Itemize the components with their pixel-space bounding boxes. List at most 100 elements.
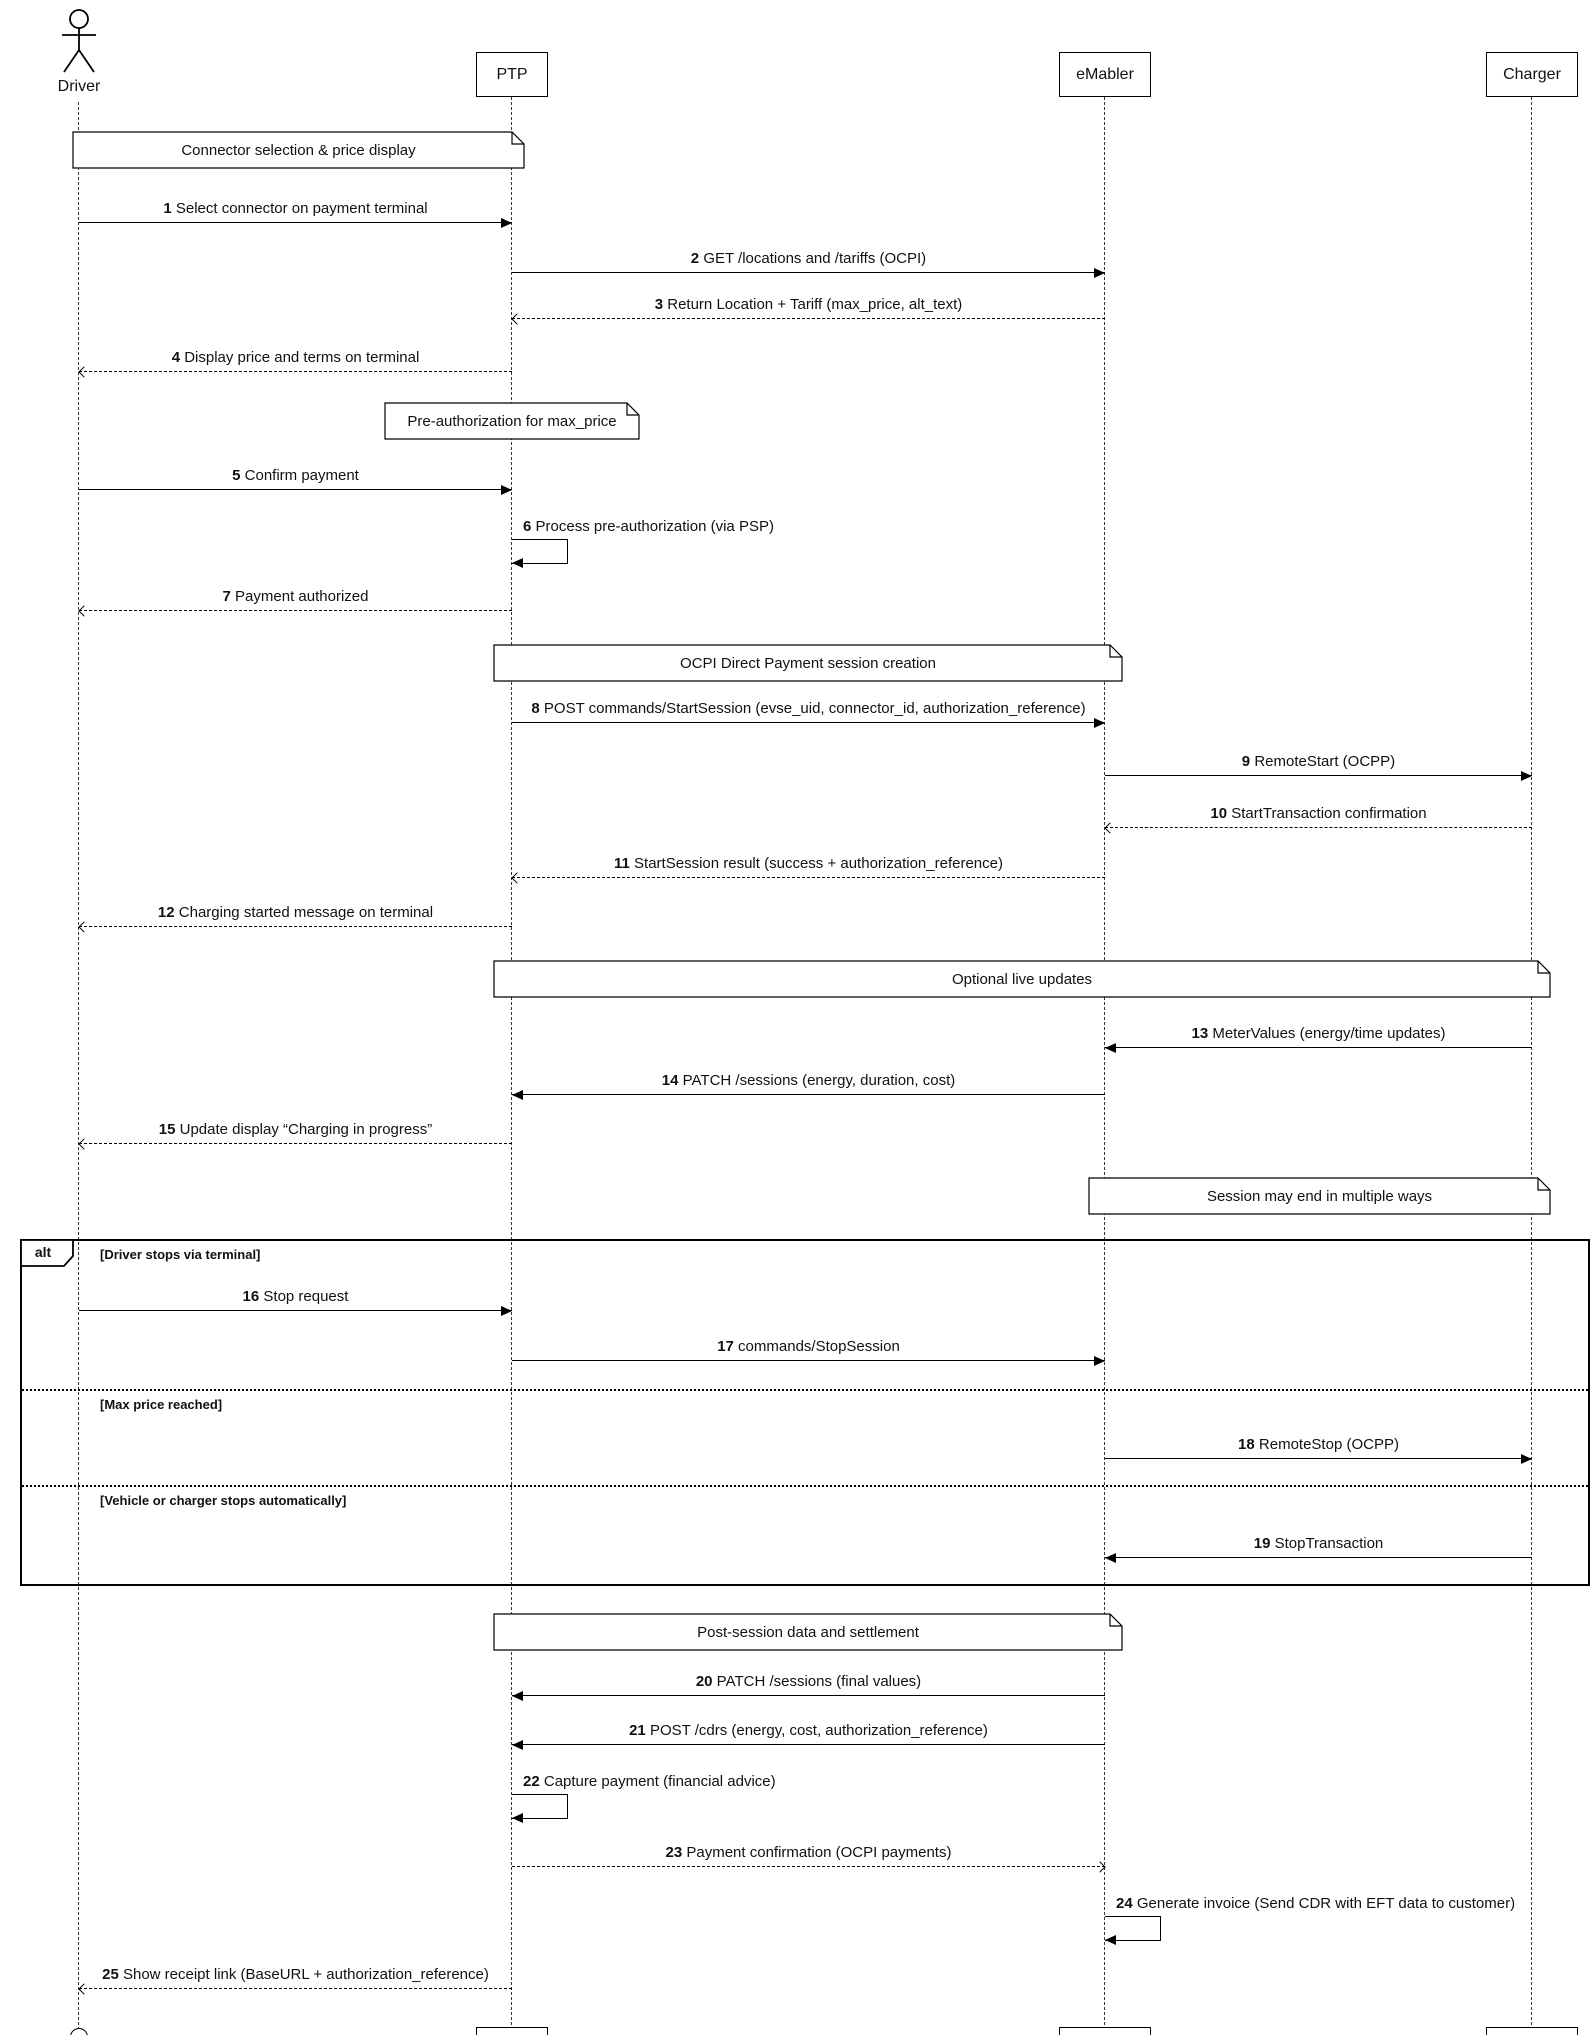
alt-fragment: alt [Driver stops via terminal] [Max pri…: [20, 1239, 1590, 1586]
message-label: 3 Return Location + Tariff (max_price, a…: [512, 296, 1105, 313]
arrow-line: [512, 877, 1105, 878]
message-13: 13 MeterValues (energy/time updates): [1105, 1022, 1532, 1053]
arrowhead-icon: [78, 605, 90, 617]
message-label: 24 Generate invoice (Send CDR with EFT d…: [1116, 1895, 1515, 1912]
arrow-line: [79, 1310, 512, 1311]
message-text: GET /locations and /tariffs (OCPI): [703, 250, 927, 267]
message-text: RemoteStart (OCPP): [1254, 753, 1396, 770]
guard-driver-stops: [Driver stops via terminal]: [100, 1247, 261, 1262]
arrowhead-icon: [78, 1138, 90, 1150]
message-24: 24 Generate invoice (Send CDR with EFT d…: [1105, 1895, 1545, 1955]
arrowhead-icon: [512, 1740, 523, 1750]
self-message-loop: [512, 1794, 568, 1819]
message-text: PATCH /sessions (final values): [716, 1673, 922, 1690]
participant-ptp-bottom: PTP: [476, 2027, 548, 2035]
participant-driver: Driver: [57, 78, 101, 95]
message-22: 22 Capture payment (financial advice): [512, 1773, 932, 1833]
arrowhead-icon: [78, 1983, 90, 1995]
message-number: 17: [717, 1338, 734, 1355]
arrowhead-icon: [1094, 1356, 1105, 1366]
message-number: 4: [171, 349, 181, 366]
arrowhead-icon: [512, 558, 523, 568]
arrowhead-icon: [511, 872, 523, 884]
note-text: OCPI Direct Payment session creation: [680, 654, 936, 672]
message-text: Display price and terms on terminal: [184, 349, 420, 366]
message-label: 7 Payment authorized: [79, 588, 512, 605]
arrowhead-icon: [512, 1090, 523, 1100]
message-number: 21: [629, 1722, 646, 1739]
note-shape: [493, 644, 1123, 682]
note-shape: [493, 1613, 1123, 1651]
message-7: 7 Payment authorized: [78, 585, 512, 617]
arrowhead-icon: [501, 218, 512, 228]
message-text: Update display “Charging in progress”: [179, 1121, 433, 1138]
message-19: 19 StopTransaction: [1105, 1532, 1532, 1563]
message-label: 22 Capture payment (financial advice): [523, 1773, 776, 1790]
arrowhead-icon: [1521, 771, 1532, 781]
participant-emabler-bottom: eMabler: [1059, 2027, 1151, 2035]
message-label: 4 Display price and terms on terminal: [79, 349, 512, 366]
note-shape: [384, 402, 640, 440]
message-2: 2 GET /locations and /tariffs (OCPI): [512, 247, 1105, 278]
message-text: StopTransaction: [1274, 1535, 1384, 1552]
message-number: 19: [1253, 1535, 1271, 1552]
message-label: 25 Show receipt link (BaseURL + authoriz…: [79, 1966, 512, 1983]
note-text: Optional live updates: [951, 970, 1093, 988]
actor-icon: [62, 9, 96, 73]
message-label: 13 MeterValues (energy/time updates): [1105, 1025, 1532, 1042]
message-number: 8: [531, 700, 540, 717]
note-session-end: Session may end in multiple ways: [1088, 1177, 1551, 1215]
message-15: 15 Update display “Charging in progress”: [78, 1118, 512, 1150]
note-optional-live-updates: Optional live updates: [493, 960, 1551, 998]
message-label: 18 RemoteStop (OCPP): [1105, 1436, 1532, 1453]
message-label: 6 Process pre-authorization (via PSP): [523, 518, 774, 535]
message-text: MeterValues (energy/time updates): [1212, 1025, 1446, 1042]
arrowhead-icon: [511, 313, 523, 325]
note-text: Pre-authorization for max_price: [407, 412, 617, 430]
message-number: 15: [158, 1121, 176, 1138]
message-text: Charging started message on terminal: [178, 904, 434, 921]
message-text: POST commands/StartSession (evse_uid, co…: [543, 700, 1086, 717]
arrowhead-icon: [512, 1813, 523, 1823]
arrow-line: [512, 272, 1105, 273]
message-number: 14: [661, 1072, 679, 1089]
message-25: 25 Show receipt link (BaseURL + authoriz…: [78, 1963, 512, 1995]
message-6: 6 Process pre-authorization (via PSP): [512, 518, 932, 578]
message-5: 5 Confirm payment: [79, 464, 512, 495]
arrow-line: [1105, 1047, 1532, 1048]
message-3: 3 Return Location + Tariff (max_price, a…: [511, 293, 1105, 325]
note-ocpi-session-creation: OCPI Direct Payment session creation: [493, 644, 1123, 682]
arrow-line: [79, 1143, 512, 1144]
message-text: Generate invoice (Send CDR with EFT data…: [1136, 1895, 1516, 1912]
message-text: Return Location + Tariff (max_price, alt…: [667, 296, 963, 313]
arrowhead-icon: [78, 921, 90, 933]
pentagon-shape: [20, 1239, 74, 1267]
arrow-line: [512, 1094, 1105, 1095]
message-number: 5: [232, 467, 241, 484]
arrow-line: [79, 1988, 512, 1989]
arrow-line: [79, 610, 512, 611]
message-9: 9 RemoteStart (OCPP): [1105, 750, 1532, 781]
arrowhead-icon: [78, 366, 90, 378]
lifeline-ptp: [511, 97, 512, 2035]
note-shape: [493, 960, 1551, 998]
message-number: 18: [1238, 1436, 1255, 1453]
lifeline-emabler: [1104, 97, 1105, 2035]
message-text: RemoteStop (OCPP): [1258, 1436, 1399, 1453]
participant-emabler: eMabler: [1059, 52, 1151, 97]
message-text: StartTransaction confirmation: [1231, 805, 1427, 822]
arrowhead-icon: [501, 1306, 512, 1316]
arrowhead-icon: [1105, 1043, 1116, 1053]
arrowhead-icon: [1094, 268, 1105, 278]
arrow-line: [79, 926, 512, 927]
message-18: 18 RemoteStop (OCPP): [1105, 1433, 1532, 1464]
arrow-line: [1105, 775, 1532, 776]
message-label: 17 commands/StopSession: [512, 1338, 1105, 1355]
message-number: 13: [1191, 1025, 1209, 1042]
message-number: 25: [102, 1966, 119, 1983]
arrowhead-icon: [501, 485, 512, 495]
message-text: StartSession result (success + authoriza…: [634, 855, 1003, 872]
message-text: Stop request: [263, 1288, 349, 1305]
message-20: 20 PATCH /sessions (final values): [512, 1670, 1105, 1701]
message-number: 1: [163, 200, 172, 217]
